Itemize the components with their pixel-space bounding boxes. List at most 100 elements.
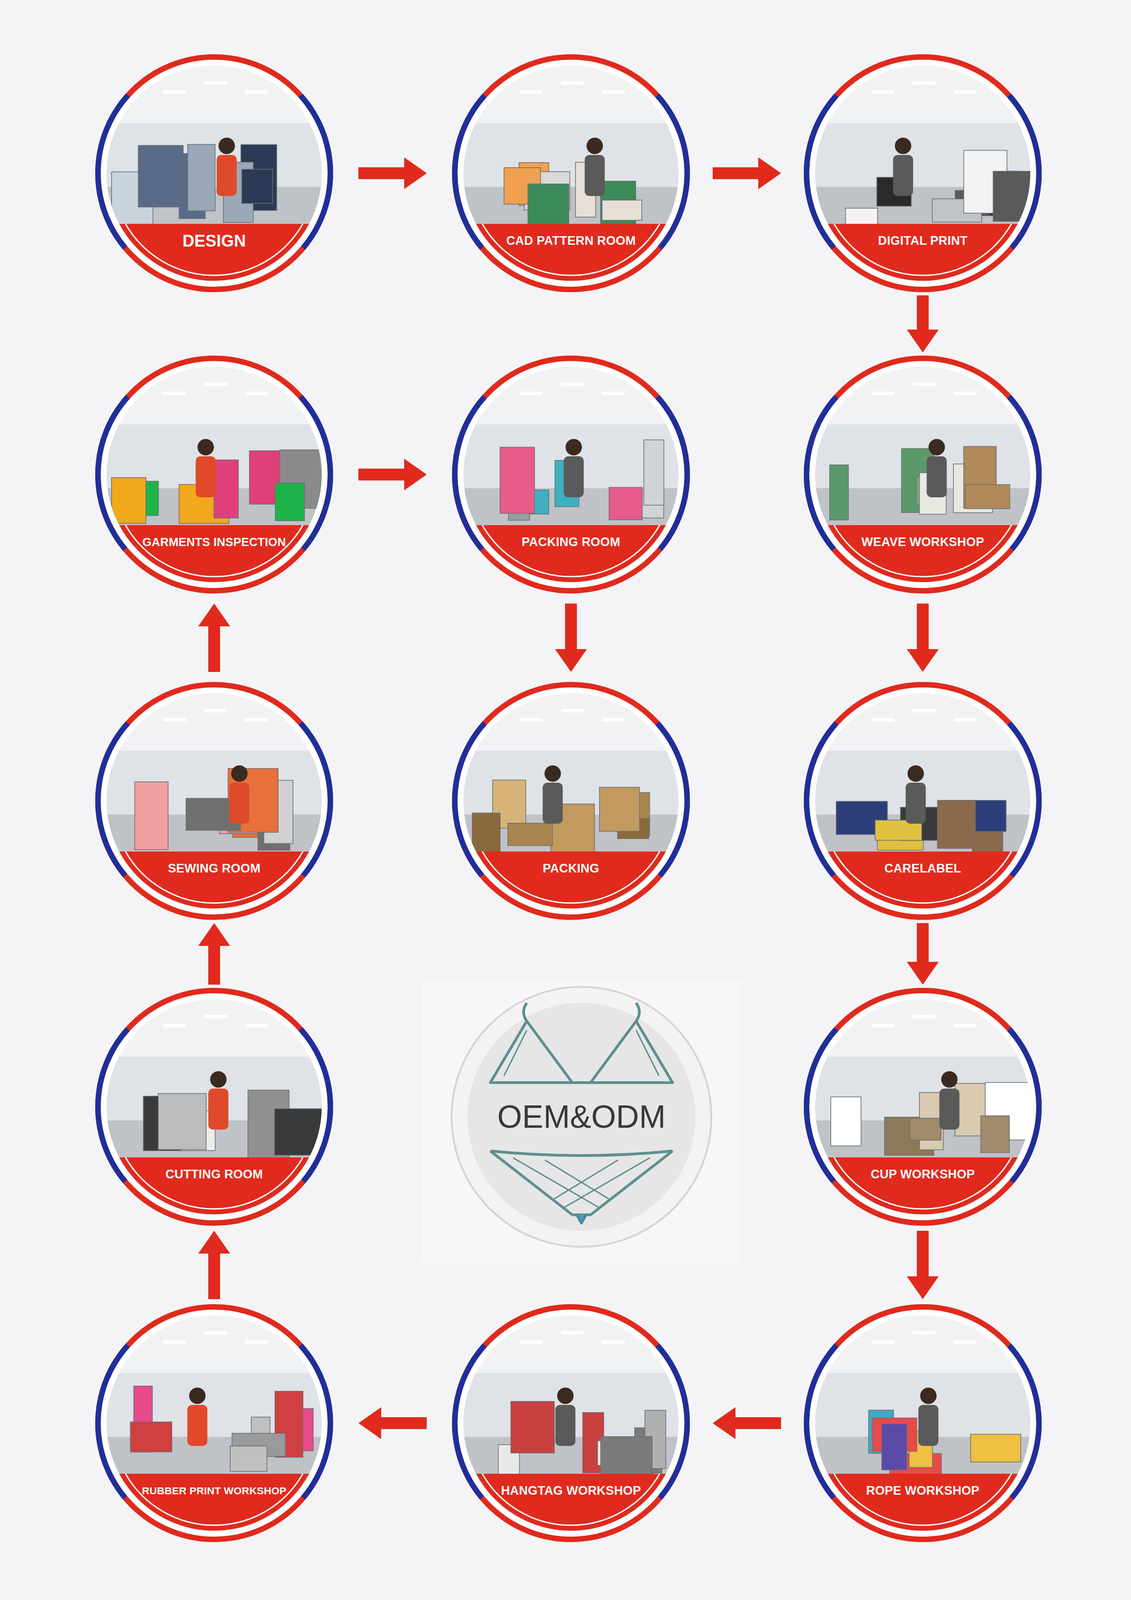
process-circle: HANGTAG WORKSHOP	[451, 1303, 691, 1543]
circle-outline	[451, 1303, 691, 1543]
label-wrap: PACKING	[451, 854, 691, 883]
label-wrap: GARMENTS INSPECTION	[94, 528, 334, 556]
inner-ring	[125, 524, 303, 577]
photo-scene	[803, 53, 1044, 293]
flow-arrow	[916, 603, 929, 656]
step-label: WEAVE WORKSHOP	[861, 534, 984, 550]
label-band	[119, 851, 310, 909]
label-band	[476, 1473, 667, 1531]
label-wrap: RUBBER PRINT WORKSHOP	[94, 1476, 334, 1505]
photo-scene	[94, 681, 334, 921]
label-wrap: CUTTING ROOM	[94, 1160, 334, 1188]
label-band	[119, 1473, 310, 1531]
photo-scene	[451, 53, 691, 293]
circle-outline	[94, 681, 334, 921]
label-band	[827, 1156, 1018, 1214]
circle-outline	[94, 987, 334, 1226]
process-circle: SEWING ROOM	[94, 681, 334, 921]
step-label: CARELABEL	[884, 861, 962, 876]
label-band	[476, 524, 667, 582]
process-circle: RUBBER PRINT WORKSHOP	[94, 1303, 334, 1543]
process-circle: ROPE WORKSHOP	[803, 1303, 1043, 1543]
label-band	[827, 851, 1018, 909]
process-circle: DESIGN	[94, 53, 334, 293]
circle-outline	[803, 53, 1043, 293]
process-circle: DIGITAL PRINT	[803, 53, 1043, 293]
label-band	[119, 1156, 310, 1214]
inner-ring	[833, 524, 1012, 577]
photo-scene	[803, 354, 1043, 594]
label-wrap: CAD PATTERN ROOM	[451, 227, 691, 255]
step-label: CAD PATTERN ROOM	[506, 233, 636, 248]
label-wrap: HANGTAG WORKSHOP	[451, 1476, 691, 1505]
flow-arrow	[916, 295, 929, 336]
inner-ring	[833, 223, 1012, 276]
step-label: PACKING	[542, 861, 600, 876]
inner-ring	[482, 223, 660, 276]
bikini-drawing	[490, 1002, 673, 1223]
photo-scene	[803, 681, 1043, 921]
step-label: DESIGN	[182, 231, 246, 251]
process-circle: CARELABEL	[803, 681, 1043, 921]
inner-ring	[125, 1156, 303, 1209]
step-label: PACKING ROOM	[521, 534, 621, 550]
circle-outline	[451, 681, 691, 921]
inner-ring	[482, 1473, 660, 1525]
flow-arrow	[358, 167, 411, 180]
label-wrap: DESIGN	[94, 227, 334, 255]
inner-ring	[833, 1473, 1012, 1525]
label-wrap: OEM&ODM	[444, 1093, 719, 1140]
process-circle: PACKING	[451, 681, 691, 921]
process-circle: CAD PATTERN ROOM	[451, 53, 691, 293]
flow-arrow	[916, 922, 929, 968]
label-wrap: CARELABEL	[803, 854, 1043, 883]
flow-arrow	[208, 619, 221, 672]
process-circle: GARMENTS INSPECTION	[94, 354, 334, 594]
circle-outline	[451, 53, 691, 293]
step-label: RUBBER PRINT WORKSHOP	[141, 1484, 287, 1497]
label-wrap: CUP WORKSHOP	[803, 1160, 1043, 1188]
process-circle: WEAVE WORKSHOP	[803, 354, 1043, 594]
flow-arrow	[565, 603, 577, 656]
label-band	[476, 223, 667, 281]
inner-ring	[125, 223, 303, 276]
label-wrap: PACKING ROOM	[451, 528, 691, 556]
logo-circle	[451, 986, 712, 1247]
circle-outline	[803, 354, 1043, 594]
photo-scene	[94, 1303, 334, 1543]
circle-outline	[94, 354, 334, 594]
circle-outline	[94, 53, 334, 293]
step-label: ROPE WORKSHOP	[866, 1483, 980, 1498]
photo-scene	[451, 354, 691, 594]
photo-scene	[803, 987, 1043, 1226]
circle-outline	[451, 354, 691, 594]
flow-arrow	[375, 1416, 427, 1429]
circle-outline	[803, 681, 1043, 921]
process-circle: PACKING ROOM	[451, 354, 691, 594]
label-band	[827, 1473, 1018, 1531]
logo-circle-node: OEM&ODM	[444, 979, 719, 1254]
flow-arrow	[358, 468, 411, 481]
circle-outline	[803, 987, 1043, 1226]
inner-ring	[482, 524, 660, 577]
process-circle: CUP WORKSHOP	[803, 987, 1043, 1226]
flow-arrow	[208, 1246, 221, 1299]
flow-arrow	[712, 167, 765, 180]
inner-ring	[125, 851, 303, 903]
label-band	[476, 851, 667, 909]
inner-ring	[833, 851, 1012, 903]
logo-backdrop	[421, 979, 741, 1263]
label-wrap: ROPE WORKSHOP	[803, 1476, 1043, 1505]
inner-ring	[482, 851, 660, 903]
photo-scene	[94, 53, 334, 293]
step-label: CUTTING ROOM	[165, 1166, 263, 1182]
step-label: GARMENTS INSPECTION	[142, 535, 286, 549]
label-wrap: WEAVE WORKSHOP	[803, 528, 1043, 556]
step-label: SEWING ROOM	[167, 861, 261, 876]
circle-outline	[803, 1303, 1043, 1543]
photo-scene	[803, 1303, 1043, 1543]
photo-scene	[451, 1303, 691, 1543]
inner-ring	[833, 1156, 1012, 1209]
logo-inner	[467, 1002, 696, 1231]
